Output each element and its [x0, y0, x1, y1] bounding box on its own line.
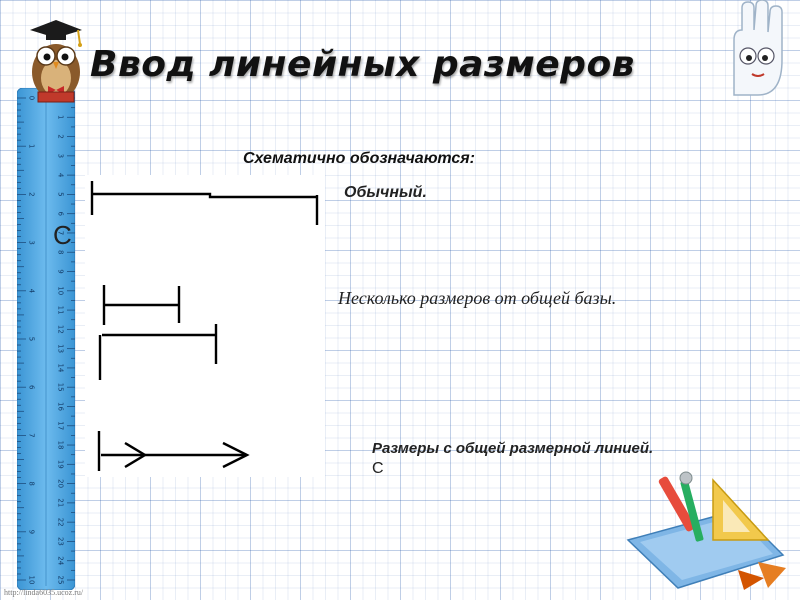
drawing-tools-icon — [626, 471, 786, 590]
ruler-cm-label: 23 — [57, 537, 65, 546]
ruler-cm-label: 1 — [57, 115, 65, 119]
label-common-dimension-line: Размеры с общей размерной линией. — [372, 440, 654, 457]
owl-graduate-icon — [30, 20, 82, 103]
ruler-cm-label: 10 — [57, 286, 65, 295]
ruler-cm-label: 21 — [57, 498, 65, 507]
ruler-cm-label: 6 — [57, 211, 65, 216]
ruler-cm-label: 3 — [57, 154, 65, 158]
ruler-cm-label: 17 — [57, 421, 65, 430]
ruler-inch-label: 9 — [28, 530, 36, 534]
ruler-cm-label: 8 — [57, 250, 65, 254]
ruler-cm-label: 16 — [57, 402, 65, 411]
ruler-cm-label: 22 — [57, 518, 65, 527]
ruler-cm-label: 12 — [57, 325, 65, 334]
diagram-common-dimension-line — [97, 431, 250, 471]
ruler-cm-label: 13 — [57, 344, 65, 353]
label-plain-dimension: Обычный. — [344, 184, 427, 201]
ruler-inch-label: 2 — [28, 192, 36, 196]
ruler-inch-label: 3 — [28, 240, 36, 244]
slide-title: Ввод линейных размеров — [90, 44, 635, 85]
ruler-cm-label: 7 — [57, 231, 65, 235]
ruler-cm-label: 9 — [57, 269, 65, 273]
ruler-cm-label: 2 — [57, 134, 65, 138]
ruler-cm-label: 15 — [57, 383, 65, 392]
slide-subtitle: Схематично обозначаются: — [243, 150, 475, 167]
ruler-cm-label: 4 — [57, 173, 65, 178]
ruler-cm-label: 5 — [57, 192, 65, 196]
stray-letter-bottom: С — [372, 460, 384, 477]
ruler-inch-label: 4 — [28, 289, 36, 294]
raised-hand-icon — [733, 0, 783, 96]
ruler-inch-label: 6 — [28, 385, 36, 390]
stray-letter: С — [53, 220, 72, 250]
ruler-cm-label: 24 — [57, 556, 65, 565]
ruler-inch-label: 7 — [28, 433, 36, 437]
dimension-diagrams — [85, 175, 325, 477]
ruler-inch-label: 5 — [28, 337, 36, 341]
diagram-plain-dimension — [90, 181, 319, 225]
ruler-inch-label: 1 — [28, 144, 36, 148]
ruler-cm-label: 19 — [57, 460, 65, 469]
diagram-baseline-dimensions — [98, 285, 218, 380]
footer-url: http://linda6035.ucoz.ru/ — [4, 588, 84, 597]
ruler-cm-label: 18 — [57, 441, 65, 450]
ruler-cm-label: 11 — [57, 306, 65, 315]
ruler-inch-label: 8 — [28, 481, 36, 485]
label-baseline-dimensions: Несколько размеров от общей базы. — [338, 288, 617, 308]
ruler-inch-label: 10 — [28, 576, 36, 585]
ruler-cm-label: 20 — [57, 479, 65, 488]
ruler-cm-label: 14 — [57, 363, 65, 372]
ruler-inch-label: 0 — [28, 96, 36, 100]
ruler-cm-label: 25 — [57, 576, 65, 585]
